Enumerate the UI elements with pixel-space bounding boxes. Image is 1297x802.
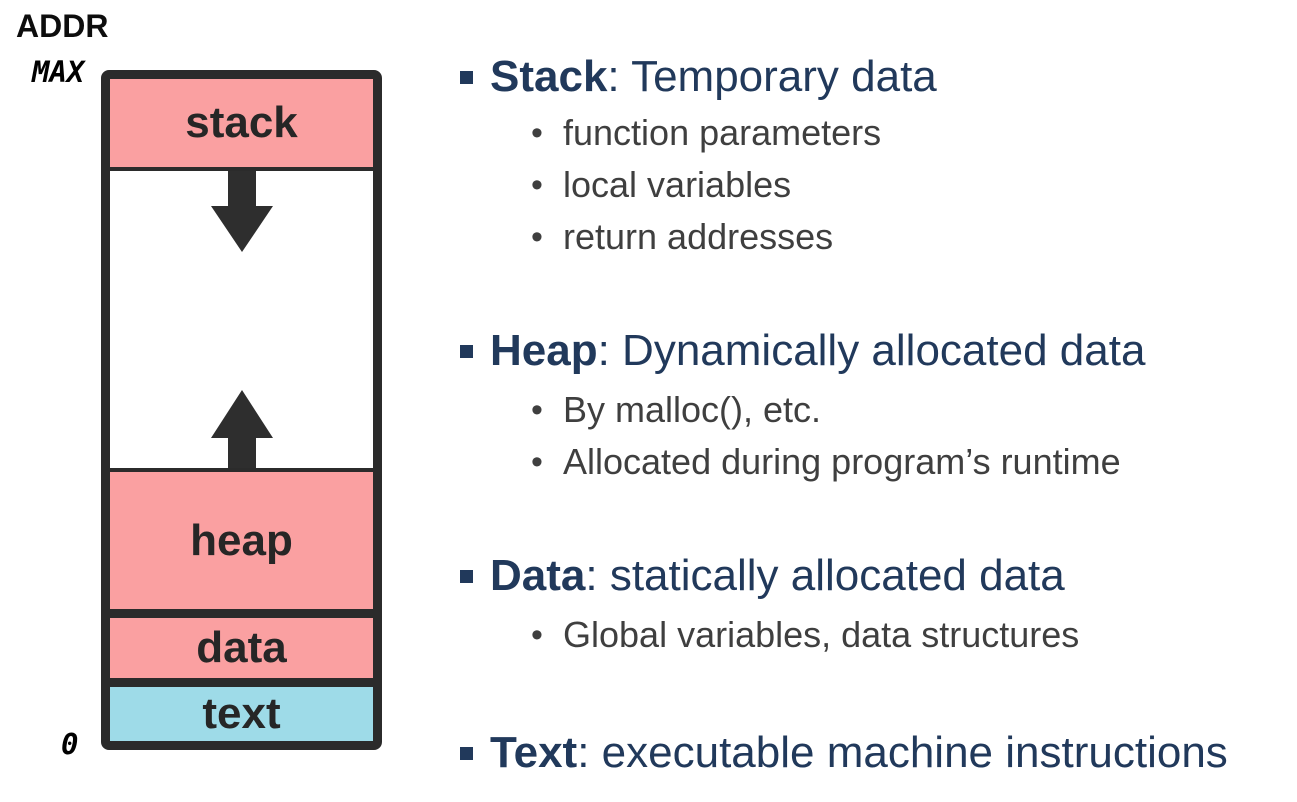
square-bullet-icon [460,747,473,760]
list-item-text: local variables [563,164,792,205]
list-item: • Allocated during program’s runtime [531,440,1121,484]
dot-bullet-icon: • [531,616,543,654]
segment-heap: heap [110,472,373,618]
dot-bullet-icon: • [531,443,543,481]
list-item: • return addresses [531,215,833,259]
arrow-down-head [210,206,273,252]
list-item-text: Allocated during program’s runtime [563,441,1121,482]
list-item: • local variables [531,163,791,207]
segment-text: text [110,687,373,741]
segment-free-space [110,171,373,472]
heading-text-term: Text [490,728,578,777]
heading-text: Text: executable machine instructions [460,728,1228,778]
heading-heap-desc: : Dynamically allocated data [597,326,1146,375]
arrow-down-icon [210,171,273,252]
dot-bullet-icon: • [531,166,543,204]
axis-max-label: MAX [32,55,85,89]
heading-heap-term: Heap [490,326,598,375]
arrow-up-head [210,390,273,438]
heading-heap: Heap: Dynamically allocated data [460,326,1145,376]
list-item-text: Global variables, data structures [563,614,1080,655]
arrow-down-shaft [227,171,256,206]
memory-layout-box: stack heap data text [101,70,382,750]
heading-stack: Stack: Temporary data [460,52,937,102]
list-item: • Global variables, data structures [531,613,1079,657]
axis-zero-label: 0 [61,727,79,761]
list-item: • function parameters [531,111,881,155]
square-bullet-icon [460,71,473,84]
dot-bullet-icon: • [531,114,543,152]
heading-text-text: Text: executable machine instructions [490,728,1228,778]
dot-bullet-icon: • [531,391,543,429]
heading-data-desc: : statically allocated data [585,551,1065,600]
list-item: • By malloc(), etc. [531,388,821,432]
list-item-text: By malloc(), etc. [563,389,822,430]
heading-heap-text: Heap: Dynamically allocated data [490,326,1145,376]
addr-axis-title: ADDR [16,8,109,44]
heading-stack-term: Stack [490,52,608,101]
arrow-up-icon [210,390,273,468]
list-item-text: return addresses [563,216,834,257]
heading-data-term: Data [490,551,586,600]
dot-bullet-icon: • [531,218,543,256]
heading-data-text: Data: statically allocated data [490,551,1065,601]
heading-stack-desc: : Temporary data [607,52,937,101]
heading-stack-text: Stack: Temporary data [490,52,937,102]
square-bullet-icon [460,345,473,358]
arrow-up-shaft [227,438,256,468]
heading-data: Data: statically allocated data [460,551,1065,601]
list-item-text: function parameters [563,112,882,153]
square-bullet-icon [460,570,473,583]
segment-data: data [110,618,373,687]
segment-stack: stack [110,79,373,171]
heading-text-desc: : executable machine instructions [577,728,1228,777]
